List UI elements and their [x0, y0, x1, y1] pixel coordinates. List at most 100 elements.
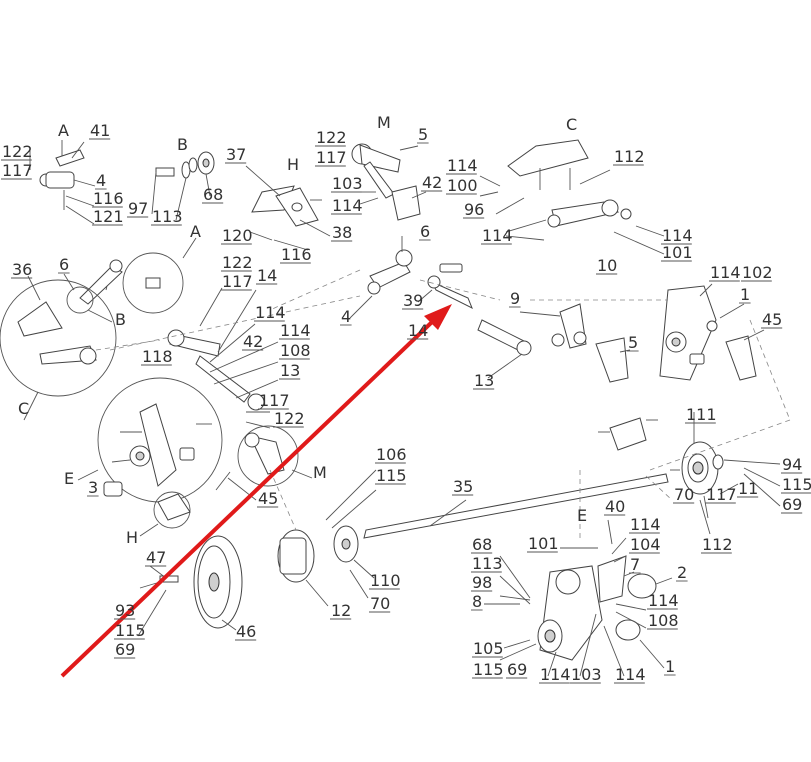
bearing-11 — [670, 412, 781, 535]
callout-label: 101 — [528, 534, 559, 553]
red-arrow-head — [424, 304, 452, 330]
callout-label: 69 — [782, 495, 802, 514]
linkage-right — [519, 303, 631, 383]
callout-label: 100 — [447, 176, 478, 195]
callout-label: 114 — [540, 665, 571, 684]
callout-label: 115 — [782, 475, 811, 494]
callout-label: 46 — [236, 622, 256, 641]
callout-label: E — [577, 506, 587, 525]
callout-label: 5 — [628, 333, 638, 352]
callout-label: 111 — [686, 405, 717, 424]
callout-label: 93 — [115, 601, 135, 620]
callout-label: 68 — [472, 535, 492, 554]
callout-label: 114 — [710, 263, 741, 282]
red-arrow-shaft — [60, 320, 434, 678]
callout-label: 114 — [280, 321, 311, 340]
callout-label: 112 — [614, 147, 645, 166]
callout-label: 102 — [742, 263, 773, 282]
assembly-a — [4, 140, 96, 225]
callout-label: 117 — [316, 148, 347, 167]
callout-label: 96 — [464, 200, 484, 219]
callout-label: 36 — [12, 260, 32, 279]
callout-label: 1 — [665, 657, 675, 676]
pulley-46 — [127, 535, 243, 637]
callout-label: 118 — [142, 347, 173, 366]
callout-label: 14 — [257, 266, 277, 285]
callout-label: 117 — [222, 272, 253, 291]
callout-label: 13 — [280, 361, 300, 380]
callout-label: 113 — [152, 207, 183, 226]
detail-circle-h — [139, 491, 191, 537]
callout-label: 103 — [332, 174, 363, 193]
callout-label: 38 — [332, 223, 352, 242]
callout-label: 120 — [222, 226, 253, 245]
callout-label: 39 — [403, 291, 423, 310]
callout-label: H — [287, 155, 299, 174]
callout-label: 47 — [146, 548, 166, 567]
bracket-right — [659, 283, 765, 381]
callout-label: 45 — [762, 310, 782, 329]
assembly-b — [151, 151, 215, 221]
callout-label: 42 — [422, 173, 442, 192]
callout-label: 94 — [782, 455, 802, 474]
callout-label: 4 — [96, 171, 106, 190]
callout-label: 115 — [115, 621, 146, 640]
callout-label: 122 — [316, 128, 347, 147]
callout-label: 114 — [648, 591, 679, 610]
sprocket-12 — [277, 469, 377, 607]
red-arrow — [60, 304, 452, 678]
callout-label: 69 — [507, 660, 527, 679]
assembly-c — [479, 139, 665, 255]
assembly-m — [351, 143, 427, 221]
callout-label: 113 — [472, 554, 503, 573]
callout-label: 37 — [226, 145, 246, 164]
callout-label: 1 — [740, 285, 750, 304]
callout-label: 4 — [341, 307, 351, 326]
callout-label: 6 — [420, 222, 430, 241]
callout-label: 114 — [255, 303, 286, 322]
callout-label: 114 — [662, 226, 693, 245]
callout-label: B — [177, 135, 188, 154]
callout-label: C — [18, 399, 29, 418]
callout-label: 114 — [615, 665, 646, 684]
linkage-center — [269, 236, 532, 379]
callout-label: 108 — [280, 341, 311, 360]
callout-label: 114 — [482, 226, 513, 245]
small-bracket — [598, 417, 658, 451]
shaft — [363, 473, 673, 539]
callout-label: 3 — [88, 478, 98, 497]
callout-label: 10 — [597, 256, 617, 275]
callout-label: 114 — [630, 515, 661, 534]
callout-label: 117 — [2, 161, 33, 180]
callout-label: 121 — [93, 207, 124, 226]
callout-label: 116 — [281, 245, 312, 264]
callout-label: 40 — [605, 497, 625, 516]
callout-label: 103 — [571, 665, 602, 684]
callout-label: 122 — [274, 409, 305, 428]
callout-label: A — [58, 121, 69, 140]
construction-lines — [109, 279, 791, 540]
callout-label: 7 — [630, 555, 640, 574]
callout-label: E — [64, 469, 74, 488]
callout-label: 35 — [453, 477, 473, 496]
linkage-left — [167, 287, 279, 429]
callout-label: 114 — [447, 156, 478, 175]
callout-label: 68 — [203, 185, 223, 204]
bracket-e — [484, 519, 673, 677]
callout-label: 117 — [259, 391, 290, 410]
callout-label: 2 — [677, 563, 687, 582]
callout-label: 8 — [472, 592, 482, 611]
callout-label: B — [115, 310, 126, 329]
callout-label: 69 — [115, 640, 135, 659]
detail-circle-e — [77, 377, 223, 503]
callout-label: 114 — [332, 196, 363, 215]
callout-label: 6 — [59, 255, 69, 274]
detail-circle-b — [66, 286, 113, 323]
callout-label: 12 — [331, 601, 351, 620]
callout-label: 116 — [93, 189, 124, 208]
assembly-h — [245, 165, 331, 251]
callout-label: M — [377, 113, 391, 132]
callout-label: 108 — [648, 611, 679, 630]
